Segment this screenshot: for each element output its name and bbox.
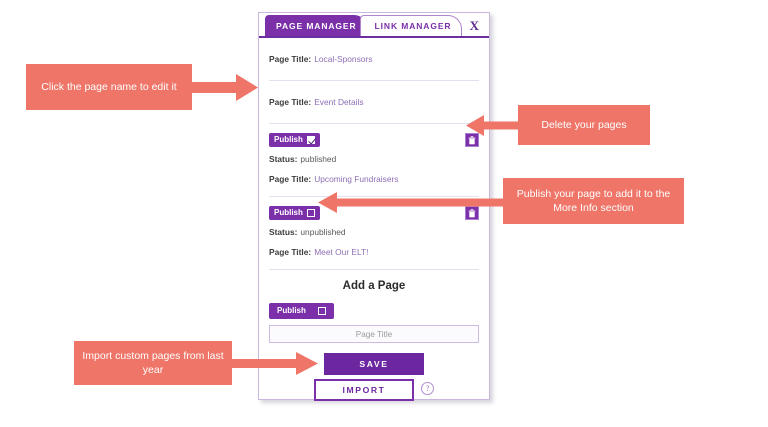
page-title-line: Page Title:Local-Sponsors — [269, 49, 479, 67]
checkbox-unchecked-icon[interactable] — [317, 307, 326, 315]
callout-text: Publish your page to add it to the More … — [516, 188, 671, 214]
import-button[interactable]: IMPORT — [314, 379, 414, 401]
page-row: Page Title:Event Details — [269, 81, 479, 124]
tab-link-manager[interactable]: LINK MANAGER — [359, 15, 463, 36]
checkbox-checked-icon[interactable] — [306, 136, 315, 144]
callout-edit-name: Click the page name to edit it — [26, 64, 192, 110]
callout-import-pages: Import custom pages from last year — [74, 341, 232, 385]
help-icon[interactable]: ? — [421, 381, 434, 395]
close-icon[interactable]: X — [469, 18, 479, 33]
page-title-label: Page Title: — [269, 54, 312, 64]
checkbox-unchecked-icon[interactable] — [306, 209, 315, 217]
tab-bar: PAGE MANAGER LINK MANAGER X — [259, 13, 489, 38]
status-value: unpublished — [300, 227, 346, 237]
add-page-form: Publish SAVE IMPORT ? — [269, 300, 479, 401]
status-line: Status:unpublished — [269, 222, 479, 240]
trash-icon — [468, 208, 476, 217]
arrow-edit-name — [192, 74, 258, 101]
status-label: Status: — [269, 227, 298, 237]
publish-toggle[interactable]: Publish — [269, 133, 320, 147]
callout-publish-page: Publish your page to add it to the More … — [503, 178, 684, 224]
page-title-label: Page Title: — [269, 97, 312, 107]
callout-delete-pages: Delete your pages — [518, 105, 650, 145]
status-label: Status: — [269, 154, 298, 164]
page-title-value[interactable]: Event Details — [314, 97, 364, 107]
publish-label: Publish — [277, 306, 306, 315]
page-row-controls: Publish — [269, 133, 479, 147]
page-row: Publish Status:published Page Title:Upco… — [269, 124, 479, 197]
page-row-controls: Publish — [269, 206, 479, 220]
publish-label: Publish — [274, 135, 303, 144]
arrow-delete-pages — [466, 115, 520, 136]
page-title-value[interactable]: Local-Sponsors — [314, 54, 373, 64]
trash-icon — [468, 135, 476, 144]
add-page-heading: Add a Page — [342, 280, 406, 292]
page-title-value[interactable]: Meet Our ELT! — [314, 247, 369, 257]
delete-page-button[interactable] — [465, 206, 479, 220]
page-title-line: Page Title:Upcoming Fundraisers — [269, 169, 479, 187]
panel-body: Page Title:Local-Sponsors Page Title:Eve… — [259, 38, 489, 401]
add-page-actions: SAVE IMPORT ? — [269, 353, 479, 401]
page-title-label: Page Title: — [269, 174, 312, 184]
arrow-import-pages — [232, 352, 318, 375]
publish-toggle[interactable]: Publish — [269, 206, 320, 220]
page-row: Publish Status:unpublished Page Title:Me… — [269, 197, 479, 270]
page-title-label: Page Title: — [269, 247, 312, 257]
delete-page-button[interactable] — [465, 133, 479, 147]
page-title-line: Page Title:Event Details — [269, 92, 479, 110]
callout-text: Delete your pages — [541, 119, 627, 131]
add-page-publish-toggle[interactable]: Publish — [269, 303, 334, 319]
callout-text: Import custom pages from last year — [82, 350, 224, 376]
tab-page-manager[interactable]: PAGE MANAGER — [265, 15, 368, 36]
page-title-value[interactable]: Upcoming Fundraisers — [314, 174, 399, 184]
page-title-input[interactable] — [269, 325, 479, 343]
save-button[interactable]: SAVE — [324, 353, 424, 375]
page-row: Page Title:Local-Sponsors — [269, 38, 479, 81]
callout-text: Click the page name to edit it — [41, 81, 177, 93]
import-row: IMPORT ? — [314, 375, 434, 401]
publish-label: Publish — [274, 208, 303, 217]
status-line: Status:published — [269, 149, 479, 167]
status-value: published — [300, 154, 337, 164]
arrow-publish-page — [318, 192, 506, 213]
page-title-line: Page Title:Meet Our ELT! — [269, 242, 479, 260]
